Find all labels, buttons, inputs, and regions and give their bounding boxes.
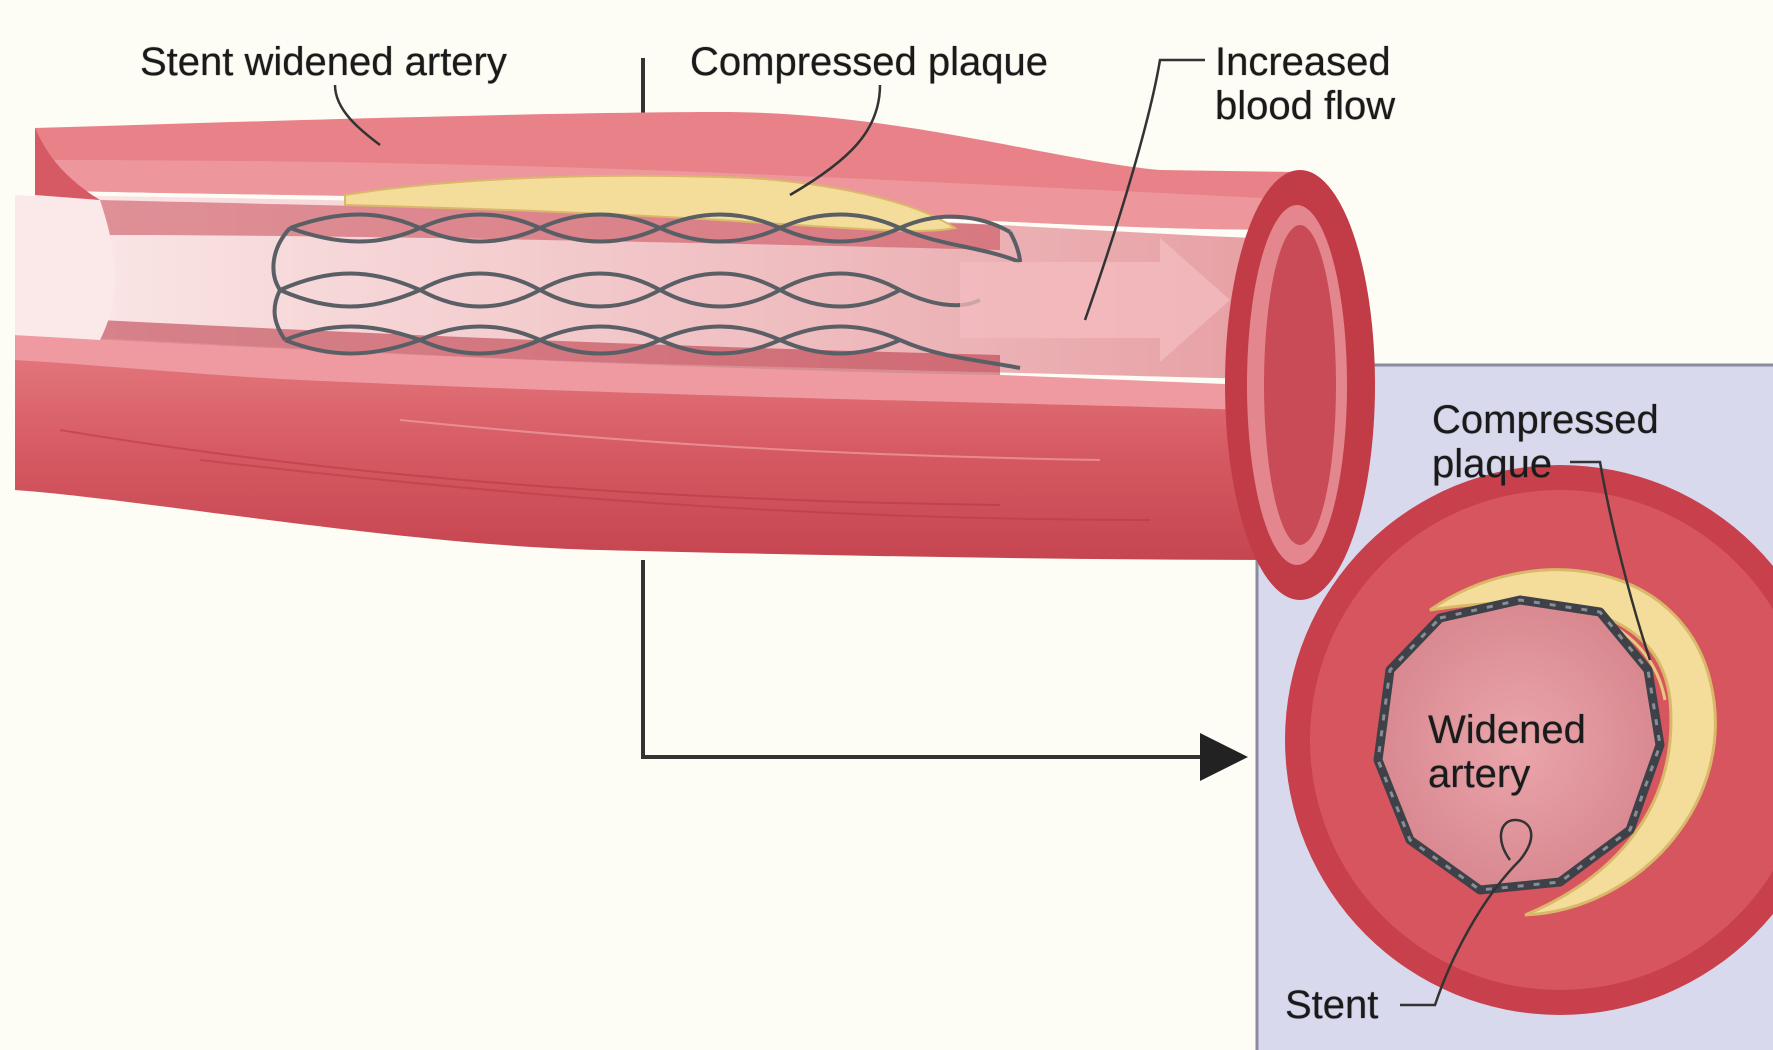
label-stent: Stent (1285, 983, 1378, 1027)
label-compressed-line2: plaque (1432, 442, 1659, 486)
label-compressed-plaque-top: Compressed plaque (690, 40, 1048, 84)
label-increased-line2: blood flow (1215, 84, 1395, 128)
label-widened-line2: artery (1428, 752, 1586, 796)
label-compressed-line1: Compressed (1432, 398, 1659, 442)
label-compressed-plaque-inset: Compressed plaque (1432, 398, 1659, 486)
label-widened-line1: Widened (1428, 708, 1586, 752)
label-increased-blood-flow: Increased blood flow (1215, 40, 1395, 128)
label-stent-widened-artery: Stent widened artery (140, 40, 507, 84)
label-widened-artery: Widened artery (1428, 708, 1586, 796)
label-increased-line1: Increased (1215, 40, 1395, 84)
